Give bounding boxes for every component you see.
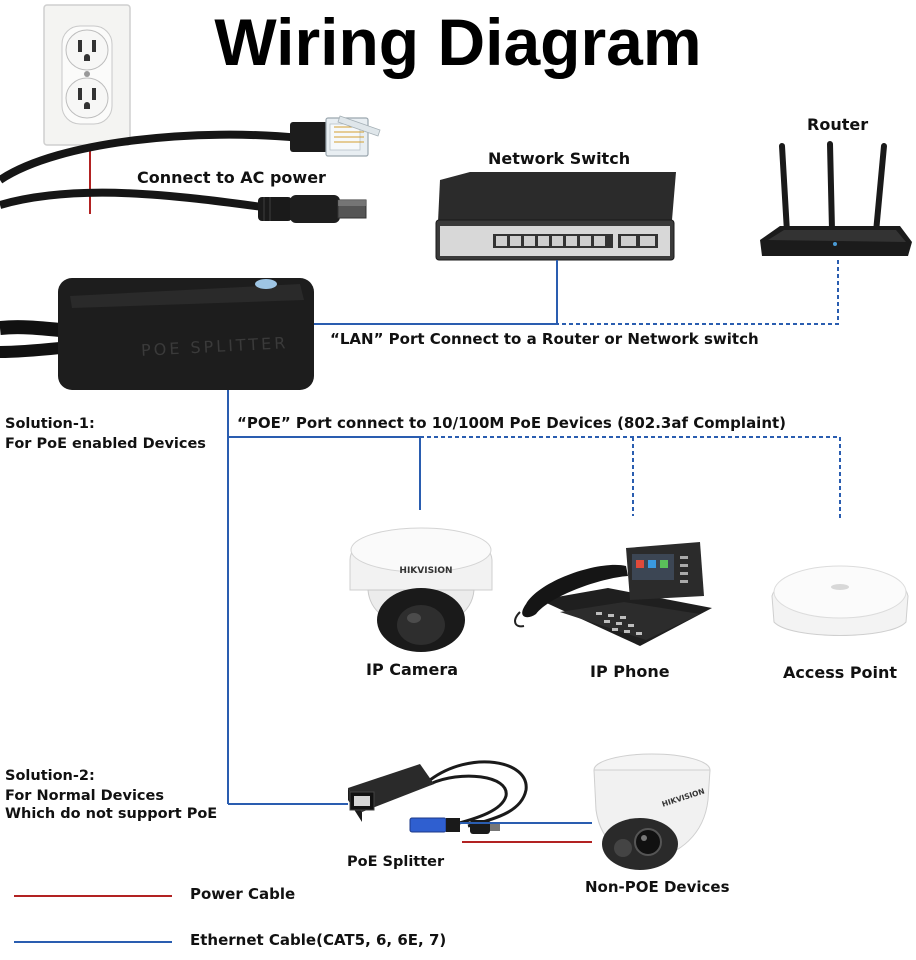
- camera-brand-text: HIKVISION: [399, 566, 452, 576]
- connect-ac-label: Connect to AC power: [137, 168, 326, 187]
- poe-splitter-body: POE SPLITTER: [0, 278, 314, 390]
- ip-camera-icon: HIKVISION: [349, 527, 493, 652]
- ethernet-dashed-router: [557, 260, 839, 325]
- ac-outlet-icon: [43, 4, 131, 146]
- legend-ethernet-label: Ethernet Cable(CAT5, 6, 6E, 7): [190, 931, 447, 949]
- legend-power-label: Power Cable: [190, 885, 296, 903]
- solution2-desc-2: Which do not support PoE: [5, 806, 218, 822]
- non-poe-label: Non-POE Devices: [585, 878, 730, 896]
- ip-phone-icon: [514, 542, 712, 646]
- ip-phone-label: IP Phone: [590, 662, 670, 681]
- ethernet-dashed-poe: [420, 436, 841, 518]
- solution1-desc: For PoE enabled Devices: [5, 436, 206, 452]
- ip-camera-label: IP Camera: [366, 660, 458, 679]
- non-poe-camera-icon: HIKVISION: [593, 753, 711, 870]
- solution1-title: Solution-1:: [5, 416, 95, 432]
- page-title: Wiring Diagram: [214, 5, 702, 79]
- poe-splitter-label: PoE Splitter: [347, 854, 445, 870]
- dc-plug-icon: [258, 195, 367, 223]
- network-switch-icon: [435, 172, 676, 261]
- splitter-cables: [0, 130, 301, 212]
- router-label: Router: [807, 115, 869, 134]
- solution2-title: Solution-2:: [5, 768, 95, 784]
- router-icon: [760, 141, 912, 256]
- solution2-desc-1: For Normal Devices: [5, 788, 164, 804]
- network-switch-label: Network Switch: [488, 149, 631, 168]
- rj45-plug-icon: [290, 115, 381, 157]
- access-point-label: Access Point: [783, 663, 898, 682]
- poe-port-label: “POE” Port connect to 10/100M PoE Device…: [237, 414, 787, 432]
- small-poe-splitter-icon: [348, 760, 528, 834]
- lan-port-label: “LAN” Port Connect to a Router or Networ…: [330, 330, 759, 348]
- access-point-icon: [771, 565, 909, 636]
